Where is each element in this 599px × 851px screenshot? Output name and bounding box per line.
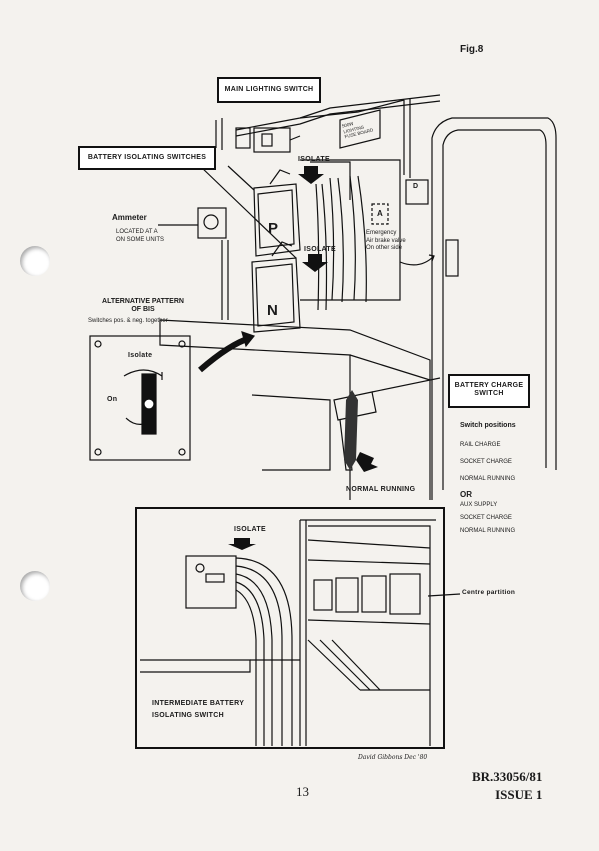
- emergency-note: Emergency Air brake valve On other side: [366, 230, 406, 253]
- ammeter-note: LOCATED AT A ON SOME UNITS: [116, 229, 164, 244]
- switch-position-item: RAIL CHARGE: [460, 442, 501, 448]
- switch-position-item: SOCKET CHARGE: [460, 459, 512, 465]
- switch-positions-title: Switch positions: [460, 422, 516, 429]
- alt-pattern-title-line-1: ALTERNATIVE PATTERN: [102, 298, 184, 305]
- switch-letter-p: P: [268, 220, 279, 237]
- isolate-label-top: ISOLATE: [298, 156, 330, 163]
- binder-hole-bottom: [20, 571, 50, 601]
- valve-letter: A: [377, 209, 384, 218]
- centre-partition-label: Centre partition: [462, 589, 516, 596]
- switch-position-item: SOCKET CHARGE: [460, 515, 512, 521]
- battery-charge-switch-line-2: SWITCH: [474, 390, 504, 398]
- box-letter: D: [413, 183, 419, 190]
- intermediate-switch-line-1: INTERMEDIATE BATTERY: [152, 700, 245, 707]
- ammeter-note-line-2: ON SOME UNITS: [116, 236, 165, 243]
- doc-ref: BR.33056/81: [472, 769, 543, 784]
- switch-positions-panel: Switch positions RAIL CHARGE SOCKET CHAR…: [460, 422, 516, 538]
- ammeter-label: Ammeter: [112, 213, 147, 222]
- emergency-note-line-2: Air brake valve: [366, 237, 406, 244]
- battery-isolating-switches-label: BATTERY ISOLATING SWITCHES: [78, 146, 216, 170]
- switch-letter-n: N: [267, 302, 278, 319]
- isolate-label-mid: ISOLATE: [304, 246, 336, 253]
- intermediate-switch-line-2: ISOLATING SWITCH: [152, 711, 224, 719]
- doc-issue: ISSUE 1: [495, 786, 543, 802]
- switch-positions-or: OR: [460, 490, 472, 499]
- alt-pattern-title-line-2: OF BIS: [131, 306, 155, 314]
- alt-pattern-note: Switches pos. & neg. together: [88, 318, 168, 324]
- emergency-note-line-3: On other side: [366, 245, 403, 251]
- binder-hole-top: [20, 246, 50, 276]
- normal-running-arrow-label: NORMAL RUNNING: [346, 486, 416, 493]
- intermediate-switch-label: INTERMEDIATE BATTERY ISOLATING SWITCH: [152, 698, 244, 722]
- document-reference: BR.33056/81 ISSUE 1: [472, 768, 542, 803]
- artist-signature: David Gibbons Dec '80: [358, 754, 428, 761]
- alt-pattern-title: ALTERNATIVE PATTERN OF BIS: [90, 298, 196, 315]
- switch-position-item: NORMAL RUNNING: [460, 528, 516, 534]
- page-number: 13: [296, 784, 309, 799]
- switch-position-item: AUX SUPPLY: [460, 502, 498, 508]
- main-lighting-switch-label: MAIN LIGHTING SWITCH: [217, 77, 321, 103]
- battery-charge-switch-label: BATTERY CHARGE SWITCH: [448, 374, 530, 408]
- emergency-note-line-1: Emergency: [366, 230, 397, 236]
- switch-position-item: NORMAL RUNNING: [460, 476, 516, 482]
- battery-charge-switch-line-1: BATTERY CHARGE: [454, 382, 524, 389]
- alt-switch-on-label: On: [107, 396, 118, 403]
- ammeter-note-line-1: LOCATED AT A: [116, 229, 158, 235]
- alt-switch-isolate-label: Isolate: [128, 352, 153, 359]
- isolate-label-bottom: ISOLATE: [234, 526, 266, 533]
- switch-positions-group-b: AUX SUPPLY SOCKET CHARGE NORMAL RUNNING: [460, 499, 516, 538]
- switch-positions-group-a: RAIL CHARGE SOCKET CHARGE NORMAL RUNNING: [460, 437, 516, 488]
- figure-number: Fig.8: [460, 44, 484, 55]
